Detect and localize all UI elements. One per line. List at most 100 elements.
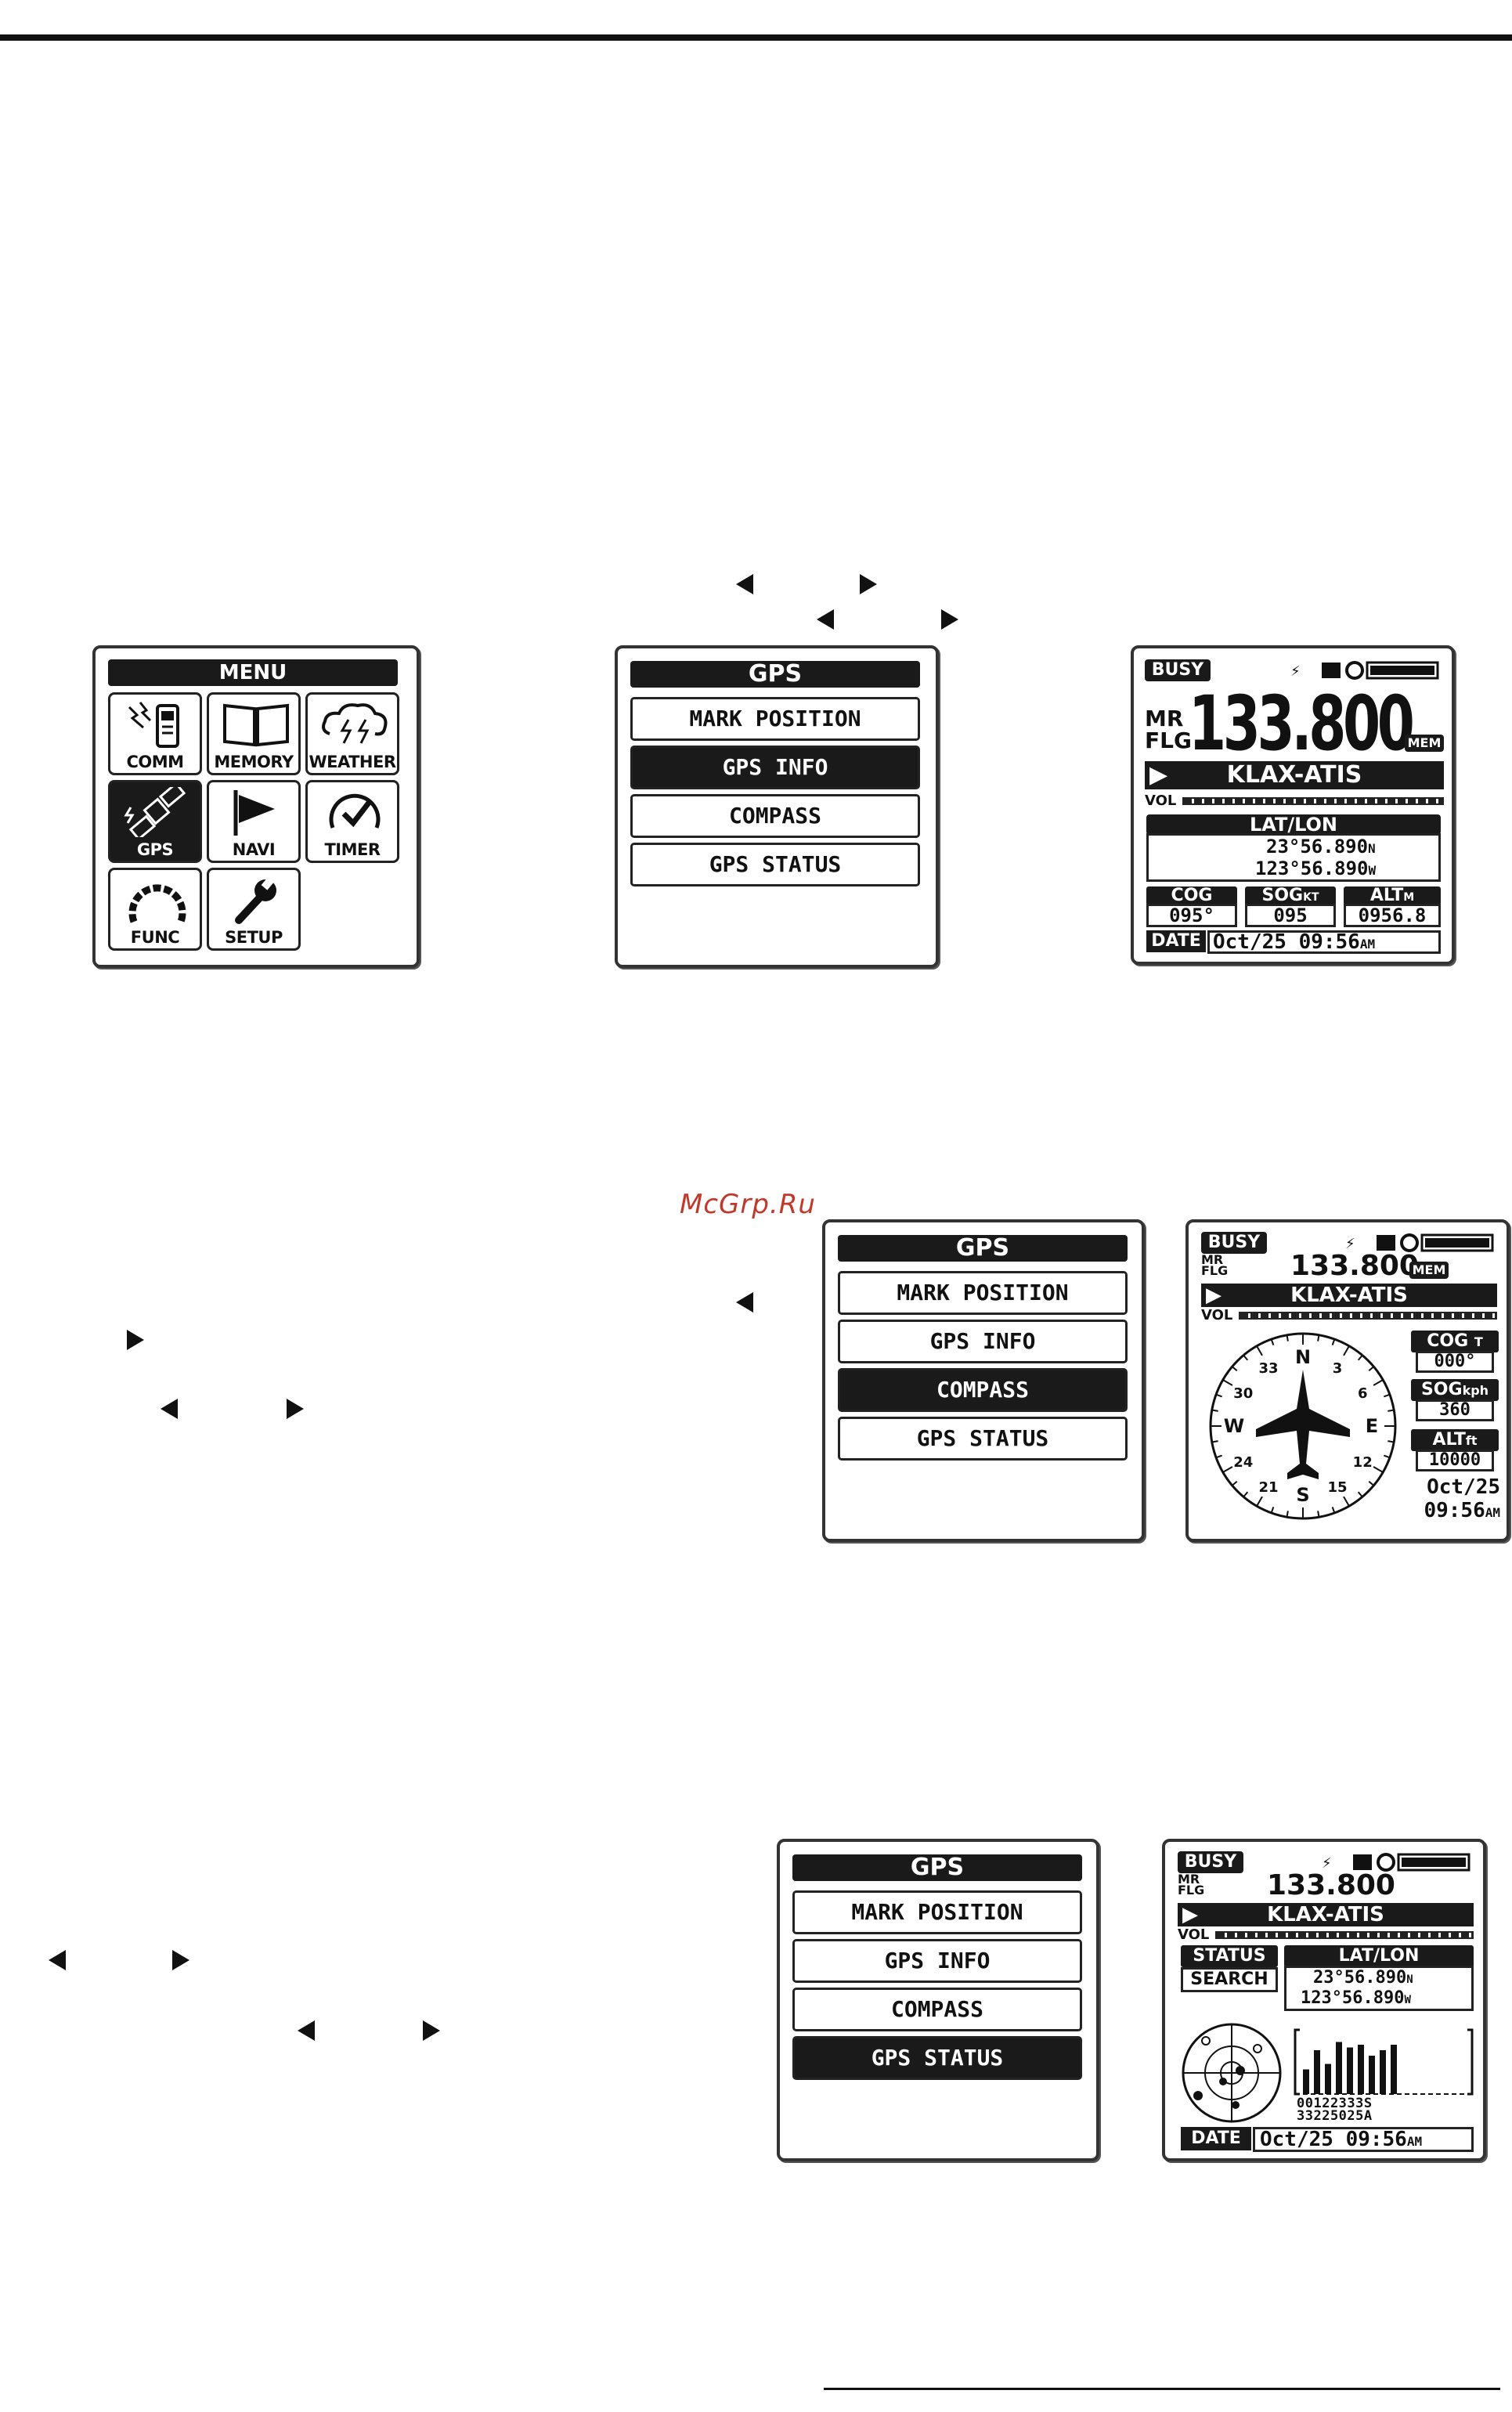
compass-tick (1388, 1409, 1395, 1412)
sog-header: SOGkph (1411, 1379, 1499, 1401)
storm-cloud-icon (322, 703, 388, 744)
busy-indicator: BUSY (1145, 659, 1211, 681)
mr-label: MR (1145, 706, 1184, 731)
flag-icon (233, 790, 275, 836)
cog-header: COG T (1411, 1331, 1499, 1352)
signal-bar (1380, 2050, 1386, 2094)
frequency-display: 133.800 (1267, 1869, 1395, 1901)
latlon-header: LAT/LON (1146, 814, 1441, 835)
menu-item-mark-position[interactable]: MARK POSITION (630, 697, 920, 741)
compass-label: 33 (1258, 1360, 1278, 1377)
satellite-sky-plot (1182, 2023, 1282, 2123)
compass-label: S (1296, 1484, 1309, 1506)
volume-bar[interactable] (1182, 797, 1444, 805)
compass-label: 21 (1258, 1479, 1278, 1496)
compass-tick (1222, 1466, 1233, 1473)
signal-bar (1358, 2045, 1364, 2094)
compass-tick (1256, 1496, 1263, 1507)
compass-label: E (1366, 1415, 1378, 1437)
signal-bar (1347, 2047, 1353, 2094)
compass-tick (1368, 1480, 1375, 1486)
right-arrow-icon (941, 609, 958, 630)
satellite-ids-row2: 33225025A (1297, 2108, 1373, 2124)
compass-tick (1211, 1409, 1218, 1412)
compass-tick (1357, 1491, 1363, 1498)
status-icons: ⚡ (1345, 1233, 1494, 1252)
menu-item-gps[interactable]: GPS (108, 780, 202, 863)
left-arrow-icon (736, 574, 753, 594)
satellite-ids-row1: 00122333S (1297, 2096, 1373, 2111)
gps-menu-screen-2: GPS MARK POSITION GPS INFO COMPASS GPS S… (822, 1219, 1145, 1542)
compass-tick (1343, 1496, 1350, 1507)
compass-tick (1357, 1354, 1363, 1361)
compass-tick (1368, 1366, 1375, 1372)
mr-label: MR (1201, 1252, 1224, 1267)
vol-label: VOL (1201, 1307, 1233, 1323)
menu-screen: MENU COMM MEMORY WEATHER (92, 645, 420, 968)
right-arrow-icon (287, 1399, 304, 1419)
menu-item-gps-status[interactable]: GPS STATUS (630, 843, 920, 886)
menu-item-mark-position[interactable]: MARK POSITION (792, 1890, 1082, 1934)
compass-label: 30 (1233, 1385, 1253, 1402)
sog-value: 360 (1416, 1399, 1494, 1421)
left-arrow-icon (736, 1292, 753, 1313)
compass-tick (1215, 1454, 1222, 1459)
compass-tick (1331, 1507, 1336, 1514)
menu-item-setup[interactable]: SETUP (207, 868, 301, 951)
flg-label: FLG (1178, 1883, 1205, 1897)
watermark: McGrp.Ru (680, 1189, 816, 1220)
svg-text:⚡: ⚡ (1322, 1855, 1332, 1872)
satellite-icon (124, 787, 186, 837)
mr-label: MR (1178, 1872, 1200, 1887)
menu-item-compass[interactable]: COMPASS (838, 1368, 1128, 1412)
station-name-bar: ▶ KLAX-ATIS (1178, 1903, 1474, 1926)
menu-item-func[interactable]: FUNC (108, 868, 202, 951)
compass-tick (1211, 1440, 1218, 1443)
signal-bar (1314, 2050, 1320, 2094)
volume-bar[interactable] (1239, 1312, 1497, 1320)
gps-menu-title: GPS (630, 661, 920, 688)
menu-item-gps-info[interactable]: GPS INFO (838, 1320, 1128, 1363)
menu-item-navi[interactable]: NAVI (207, 780, 301, 863)
status-label: STATUS (1181, 1945, 1278, 1967)
svg-text:⚡: ⚡ (1345, 1236, 1355, 1252)
time-value: 09:56AM (1424, 1499, 1500, 1522)
compass-tick (1231, 1366, 1238, 1372)
status-icons: ⚡ (1322, 1853, 1471, 1872)
menu-item-mark-position[interactable]: MARK POSITION (838, 1271, 1128, 1315)
menu-item-gps-status[interactable]: GPS STATUS (838, 1417, 1128, 1461)
compass-tick (1215, 1393, 1222, 1398)
compass-tick (1222, 1379, 1233, 1386)
mem-indicator: MEM (1409, 1262, 1449, 1279)
compass-tick (1317, 1511, 1320, 1518)
menu-item-compass[interactable]: COMPASS (792, 1988, 1082, 2031)
menu-item-memory[interactable]: MEMORY (207, 692, 301, 775)
gps-menu-title: GPS (838, 1235, 1128, 1262)
right-arrow-icon (423, 2020, 440, 2041)
right-arrow-icon (127, 1330, 144, 1350)
date-label: DATE (1146, 930, 1206, 952)
play-arrow-icon: ▶ (1149, 761, 1168, 789)
date-value: Oct/25 (1427, 1475, 1500, 1499)
date-value: Oct/25 09:56AM (1207, 930, 1441, 954)
compass-tick (1384, 1454, 1391, 1459)
menu-item-comm[interactable]: COMM (108, 692, 202, 775)
menu-item-weather[interactable]: WEATHER (305, 692, 399, 775)
menu-item-compass[interactable]: COMPASS (630, 794, 920, 838)
compass-tick (1286, 1511, 1289, 1518)
menu-item-gps-info[interactable]: GPS INFO (792, 1939, 1082, 1983)
compass-tick (1270, 1507, 1275, 1514)
gps-info-screen: BUSY ⚡ MR FLG 133.800 MEM ▶ KLAX-ATIS VO… (1131, 645, 1455, 965)
compass-tick (1388, 1440, 1395, 1443)
latitude: 23°56.890N (1266, 836, 1376, 858)
signal-strength-chart (1294, 2028, 1474, 2096)
menu-item-gps-info[interactable]: GPS INFO (630, 746, 920, 789)
compass-tick (1286, 1334, 1289, 1341)
menu-item-gps-status[interactable]: GPS STATUS (792, 2036, 1082, 2080)
mem-indicator: MEM (1405, 735, 1444, 752)
frequency-display: 133.800 (1189, 680, 1415, 767)
menu-item-timer[interactable]: TIMER (305, 780, 399, 863)
volume-bar[interactable] (1215, 1931, 1474, 1939)
menu-title: MENU (108, 659, 398, 686)
right-arrow-icon (172, 1950, 189, 1970)
